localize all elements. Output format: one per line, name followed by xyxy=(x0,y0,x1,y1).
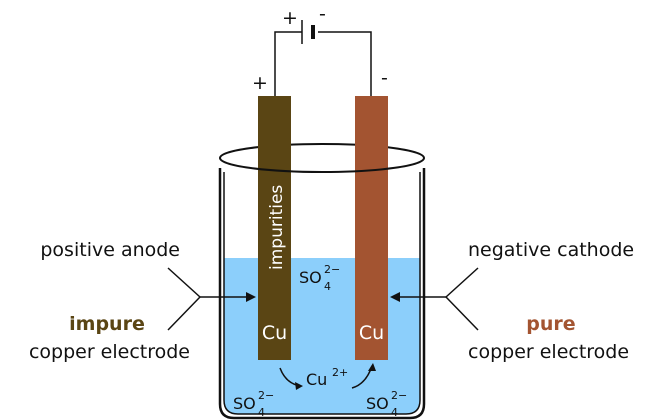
anode-pointer-head xyxy=(246,292,256,302)
anode-pointer xyxy=(167,267,250,331)
cathode-terminal-sign: - xyxy=(381,67,388,89)
anode-label-electrode: copper electrode xyxy=(29,341,190,363)
anode-terminal-sign: + xyxy=(252,72,268,94)
ion-arrow-right-head xyxy=(368,363,376,371)
svg-text:2−: 2− xyxy=(324,263,340,276)
sulfate-ion-right: SO 4 2− xyxy=(366,389,407,419)
impurities-label: impurities xyxy=(267,185,287,270)
copper-ion: Cu 2+ xyxy=(306,366,348,389)
svg-text:2−: 2− xyxy=(391,389,407,402)
cathode-label-pure: pure xyxy=(526,313,575,335)
svg-text:SO: SO xyxy=(233,394,256,413)
beaker-rim-front xyxy=(219,157,425,173)
svg-text:4: 4 xyxy=(324,280,331,293)
svg-text:SO: SO xyxy=(299,268,322,287)
cathode-label-negative: negative cathode xyxy=(468,239,634,261)
cathode-pointer-head xyxy=(390,292,400,302)
svg-text:Cu: Cu xyxy=(306,370,327,389)
anode-label-positive: positive anode xyxy=(40,239,180,261)
svg-text:2−: 2− xyxy=(258,389,274,402)
battery-plus-sign: + xyxy=(282,7,298,29)
ion-arrow-left-head xyxy=(295,382,303,390)
anode-label-impure: impure xyxy=(69,313,145,335)
sulfate-ion-centre: SO 4 2− xyxy=(299,263,340,293)
battery-minus-sign: - xyxy=(319,3,326,25)
svg-text:4: 4 xyxy=(391,406,398,419)
wire-anode xyxy=(274,31,302,96)
sulfate-ion-left: SO 4 2− xyxy=(233,389,274,419)
beaker-rim-back xyxy=(219,143,425,159)
beaker-inner xyxy=(223,172,421,415)
anode-symbol: Cu xyxy=(262,322,287,344)
cathode-symbol: Cu xyxy=(359,322,384,344)
cathode-label-electrode: copper electrode xyxy=(468,341,629,363)
wire-cathode xyxy=(318,31,372,96)
svg-text:2+: 2+ xyxy=(332,366,348,379)
cathode-pointer xyxy=(396,267,479,331)
svg-text:SO: SO xyxy=(366,394,389,413)
svg-text:4: 4 xyxy=(258,406,265,419)
anode-rod xyxy=(258,96,291,360)
cathode-rod xyxy=(355,96,388,360)
beaker-outer xyxy=(218,168,426,420)
